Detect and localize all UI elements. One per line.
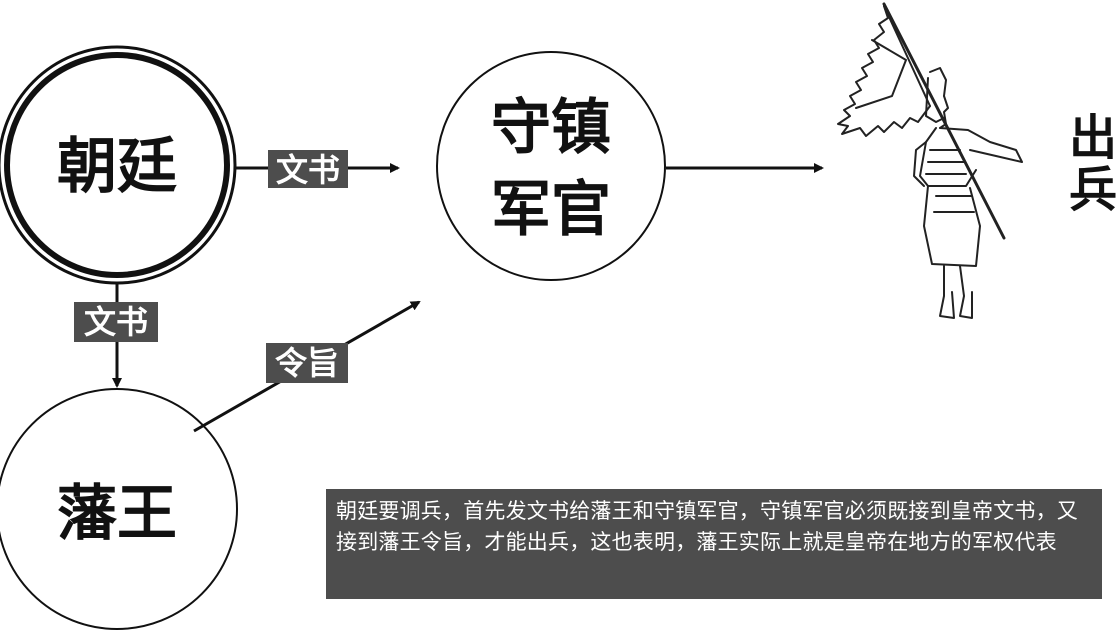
node-court-label: 朝廷 (57, 132, 177, 202)
node-court: 朝廷 (0, 45, 237, 285)
edge-prince-to-garrison: 令旨 (193, 300, 421, 433)
edge-court-to-prince-label: 文书 (84, 303, 148, 341)
soldier-icon (837, 2, 1023, 319)
edge-court-to-garrison-tag (268, 150, 348, 188)
caption-box: 朝廷要调兵，首先发文书给藩王和守镇军官，守镇军官必须既接到皇帝文书，又接到藩王令… (326, 489, 1102, 599)
node-garrison: 守镇 军官 (436, 51, 666, 281)
edge-court-to-prince-tag (74, 302, 158, 342)
node-garrison-label-line1: 守镇 (491, 93, 611, 163)
node-prince-circle (0, 388, 238, 630)
node-garrison-circle (436, 51, 666, 281)
edge-prince-to-garrison-tag (266, 343, 348, 383)
node-court-outer-ring (0, 45, 237, 285)
edge-prince-to-garrison-label: 令旨 (275, 344, 339, 382)
edge-court-to-garrison: 文书 (236, 150, 400, 189)
node-garrison-label-line2: 军官 (491, 175, 611, 245)
node-court-inner-ring (4, 52, 230, 278)
caption-text: 朝廷要调兵，首先发文书给藩王和守镇军官，守镇军官必须既接到皇帝文书，又接到藩王令… (336, 499, 1078, 554)
outcome-label: 出 兵 (1069, 110, 1117, 218)
edge-court-to-garrison-label: 文书 (276, 151, 340, 189)
node-prince: 藩王 (0, 388, 238, 630)
outcome-label-line2: 兵 (1069, 162, 1117, 218)
node-prince-label: 藩王 (57, 479, 177, 549)
outcome-label-line1: 出 (1069, 110, 1117, 166)
edge-court-to-prince: 文书 (74, 284, 158, 388)
